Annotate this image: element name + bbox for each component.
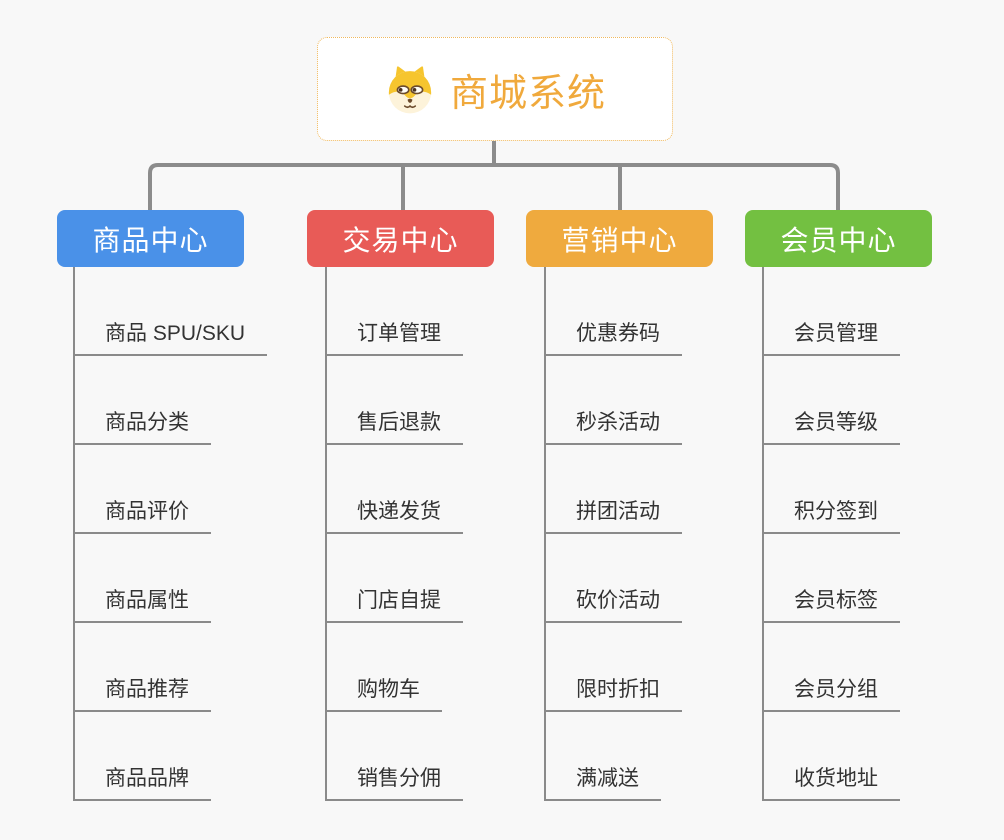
- leaf-node[interactable]: 购物车: [327, 673, 442, 712]
- leaf-node[interactable]: 会员等级: [764, 406, 900, 445]
- leaf-row: 会员管理: [764, 267, 900, 356]
- leaf-node[interactable]: 会员管理: [764, 317, 900, 356]
- leaf-node[interactable]: 优惠券码: [546, 317, 682, 356]
- leaf-row: 订单管理: [327, 267, 463, 356]
- leaf-node[interactable]: 门店自提: [327, 584, 463, 623]
- branch-column-marketing: 优惠券码 秒杀活动 拼团活动 砍价活动 限时折扣 满减送: [544, 267, 682, 801]
- leaf-node[interactable]: 商品推荐: [75, 673, 211, 712]
- leaf-row: 门店自提: [327, 534, 463, 623]
- branch-label: 营销中心: [561, 224, 678, 256]
- leaf-node[interactable]: 砍价活动: [546, 584, 682, 623]
- leaf-row: 会员标签: [764, 534, 900, 623]
- leaf-node[interactable]: 满减送: [546, 762, 661, 801]
- leaf-row: 售后退款: [327, 356, 463, 445]
- leaf-row: 商品 SPU/SKU: [75, 267, 268, 356]
- leaf-node[interactable]: 快递发货: [327, 495, 463, 534]
- leaf-node[interactable]: 销售分佣: [327, 762, 463, 801]
- leaf-row: 商品推荐: [75, 623, 267, 712]
- leaf-row: 会员等级: [764, 356, 900, 445]
- branch-label: 商品中心: [92, 224, 209, 256]
- root-node-mall-system[interactable]: 商城系统: [317, 37, 673, 141]
- leaf-row: 购物车: [327, 623, 463, 712]
- branch-rail-line: [148, 163, 840, 210]
- leaf-row: 商品评价: [75, 445, 267, 534]
- leaf-row: 砍价活动: [546, 534, 682, 623]
- branch-member-center[interactable]: 会员中心: [745, 210, 932, 267]
- leaf-row: 商品分类: [75, 356, 267, 445]
- branch-trade-center[interactable]: 交易中心: [307, 210, 494, 267]
- leaf-node[interactable]: 商品分类: [75, 406, 211, 445]
- root-title: 商城系统: [449, 72, 606, 115]
- leaf-row: 收货地址: [764, 712, 900, 801]
- leaf-row: 限时折扣: [546, 623, 682, 712]
- leaf-row: 拼团活动: [546, 445, 682, 534]
- leaf-row: 会员分组: [764, 623, 900, 712]
- branch-product-center[interactable]: 商品中心: [57, 210, 244, 267]
- leaf-node[interactable]: 会员分组: [764, 673, 900, 712]
- leaf-node[interactable]: 商品品牌: [75, 762, 211, 801]
- leaf-row: 满减送: [546, 712, 682, 801]
- leaf-node[interactable]: 商品 SPU/SKU: [75, 317, 268, 356]
- leaf-node[interactable]: 拼团活动: [546, 495, 682, 534]
- leaf-node[interactable]: 限时折扣: [546, 673, 682, 712]
- leaf-node[interactable]: 积分签到: [764, 495, 900, 534]
- branch-label: 交易中心: [342, 224, 459, 256]
- leaf-row: 销售分佣: [327, 712, 463, 801]
- leaf-row: 秒杀活动: [546, 356, 682, 445]
- leaf-row: 商品品牌: [75, 712, 267, 801]
- leaf-node[interactable]: 收货地址: [764, 762, 900, 801]
- leaf-row: 优惠券码: [546, 267, 682, 356]
- leaf-node[interactable]: 商品评价: [75, 495, 211, 534]
- branch-label: 会员中心: [780, 224, 897, 256]
- branch-column-product: 商品 SPU/SKU 商品分类 商品评价 商品属性 商品推荐 商品品牌: [73, 267, 268, 801]
- leaf-row: 积分签到: [764, 445, 900, 534]
- leaf-row: 快递发货: [327, 445, 463, 534]
- leaf-node[interactable]: 商品属性: [75, 584, 211, 623]
- leaf-node[interactable]: 会员标签: [764, 584, 900, 623]
- branch-marketing-center[interactable]: 营销中心: [526, 210, 713, 267]
- leaf-row: 商品属性: [75, 534, 267, 623]
- shiba-dog-icon: [388, 66, 432, 114]
- branch-column-trade: 订单管理 售后退款 快递发货 门店自提 购物车 销售分佣: [325, 267, 463, 801]
- leaf-node[interactable]: 订单管理: [327, 317, 463, 356]
- branch-column-member: 会员管理 会员等级 积分签到 会员标签 会员分组 收货地址: [762, 267, 900, 801]
- leaf-node[interactable]: 售后退款: [327, 406, 463, 445]
- leaf-node[interactable]: 秒杀活动: [546, 406, 682, 445]
